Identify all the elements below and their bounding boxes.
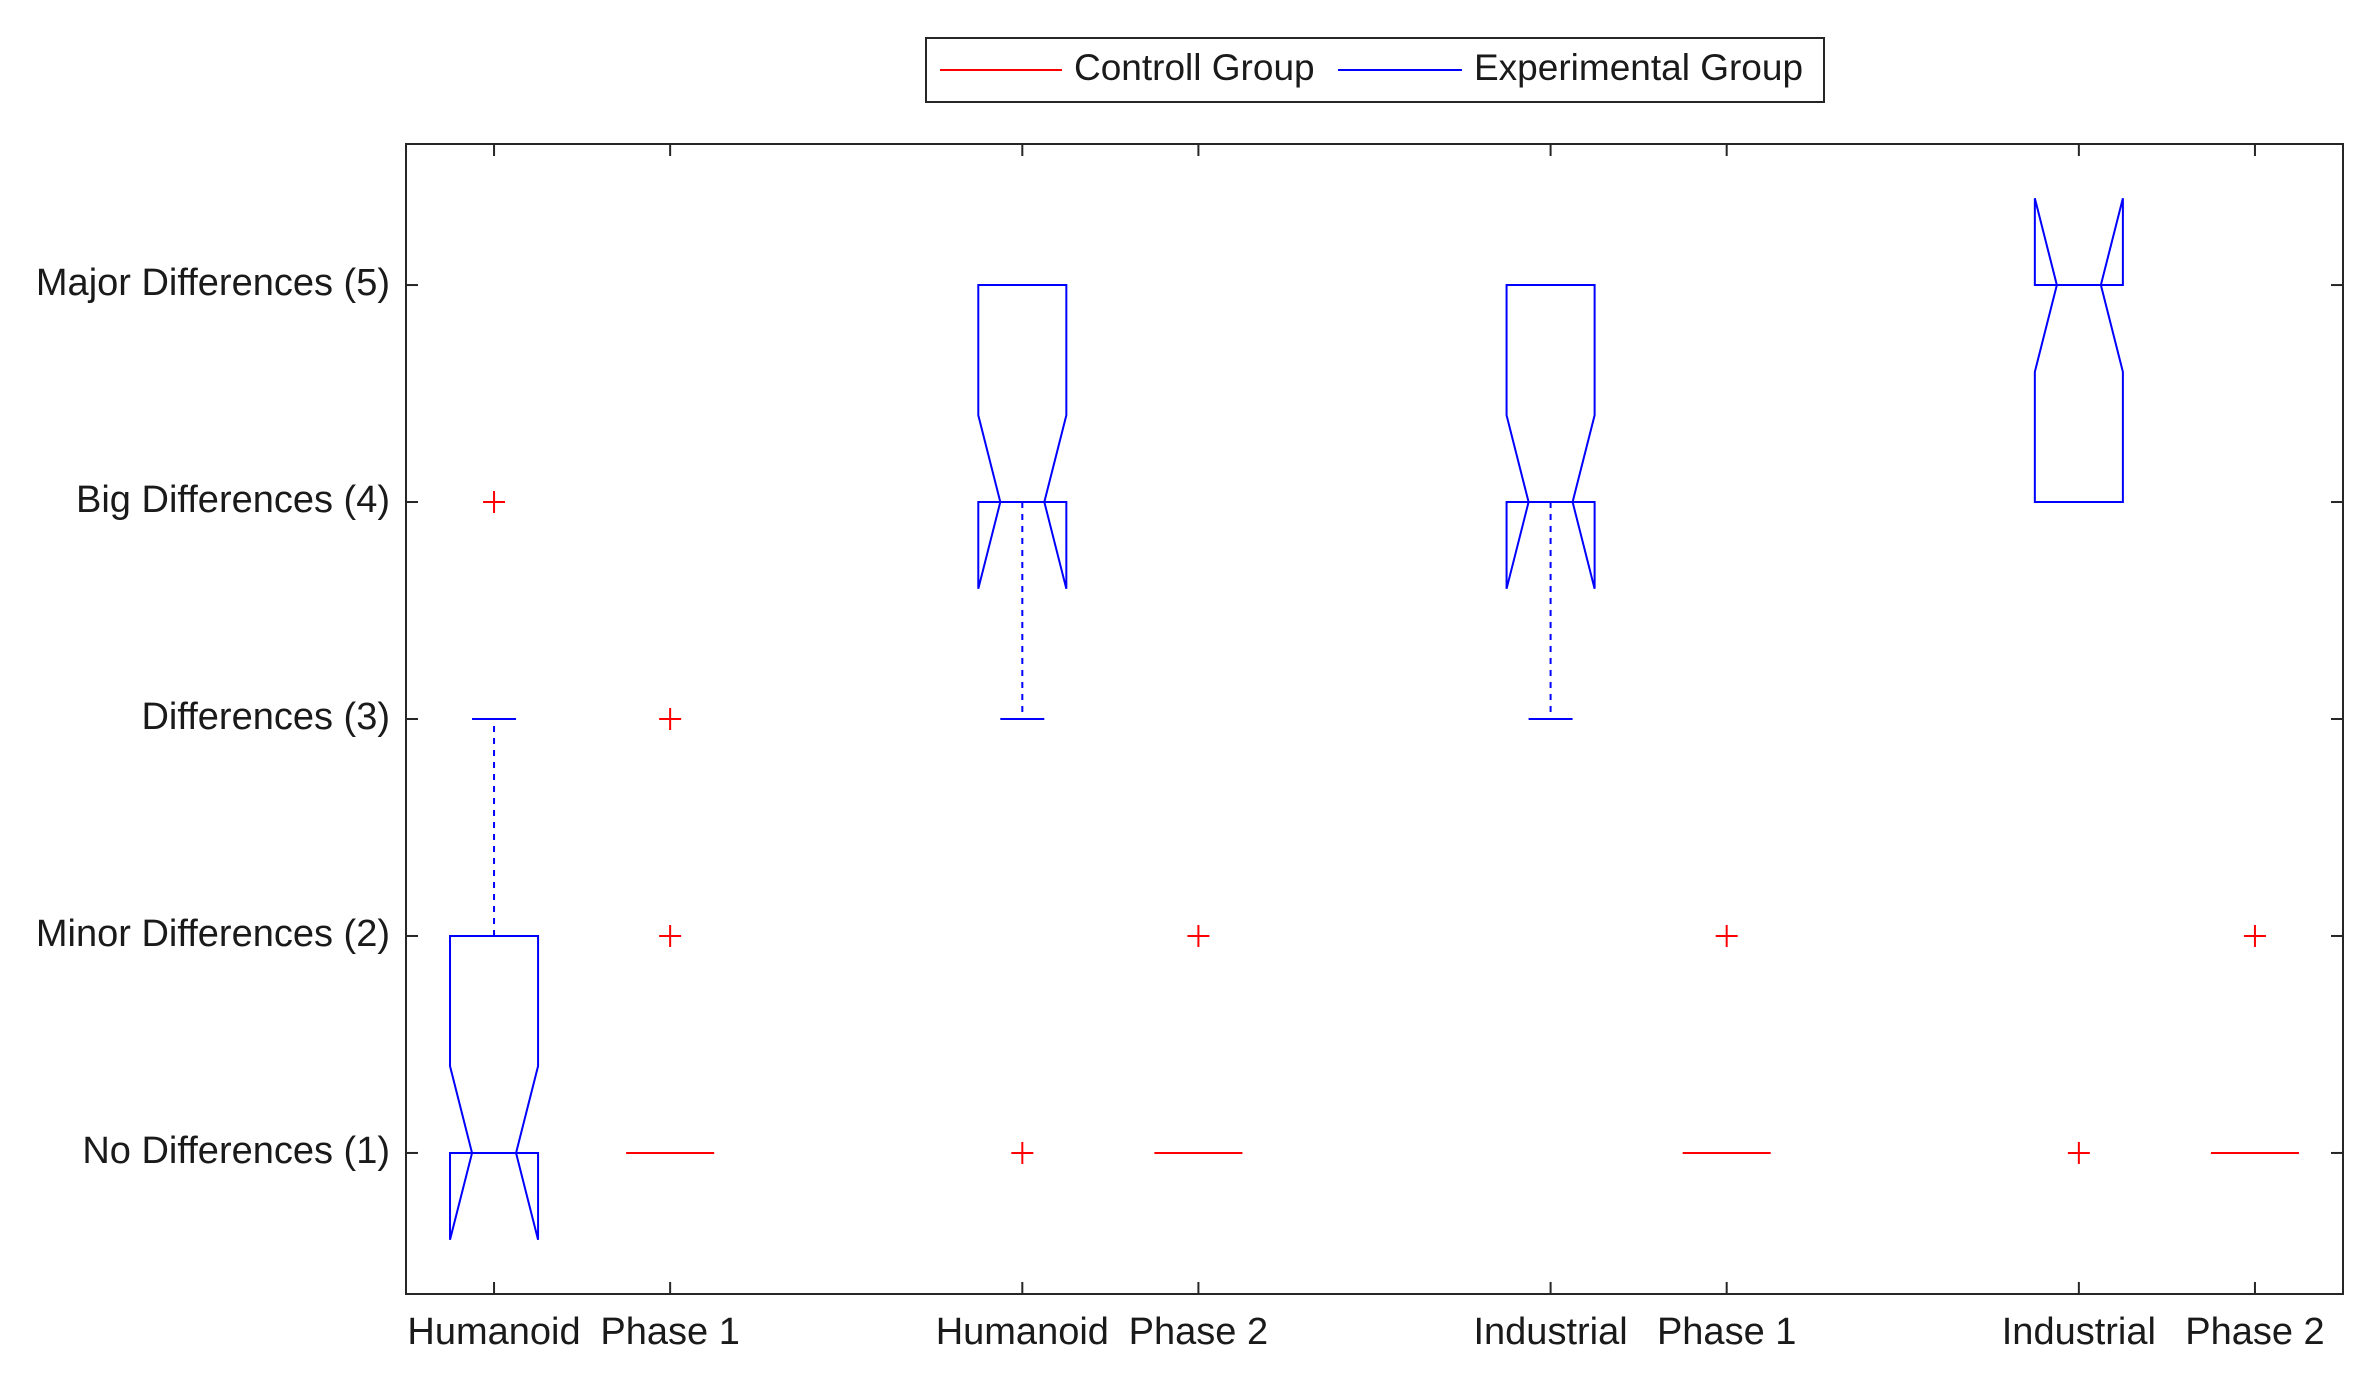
outlier-point <box>1187 924 1210 947</box>
box-plot <box>449 491 540 1241</box>
x-tick-label: Industrial <box>2002 1311 2156 1353</box>
outlier-point <box>1715 924 1738 947</box>
box-plot <box>2033 197 2124 1164</box>
x-tick-label: Phase 2 <box>1129 1311 1268 1353</box>
y-tick-label: Big Differences (4) <box>76 479 390 521</box>
x-tick-label: Phase 1 <box>1657 1311 1796 1353</box>
legend: Controll Group Experimental Group <box>925 37 1825 103</box>
x-tick-label: Phase 2 <box>2185 1311 2324 1353</box>
outlier-point <box>2243 924 2266 947</box>
y-tick-label: Minor Differences (2) <box>36 913 390 955</box>
box-plot <box>1505 284 1596 720</box>
x-tick-label: Industrial <box>1473 1311 1627 1353</box>
outlier-point <box>483 491 506 514</box>
box <box>2033 197 2124 504</box>
legend-label: Experimental Group <box>1474 47 1803 88</box>
box-plot <box>626 708 715 1154</box>
box-plots <box>449 197 2299 1241</box>
box-plot <box>1682 924 1771 1154</box>
outlier-point <box>659 924 682 947</box>
y-tick-label: Major Differences (5) <box>36 262 390 304</box>
box <box>1505 284 1596 590</box>
axis-ticks <box>406 144 2343 1294</box>
box-plot <box>2210 924 2299 1154</box>
legend-label: Controll Group <box>1074 47 1315 88</box>
plot-area <box>405 143 2344 1295</box>
box <box>449 934 540 1241</box>
x-tick-label: Humanoid <box>407 1311 580 1353</box>
box <box>977 284 1068 590</box>
box-plot <box>1154 924 1243 1154</box>
x-tick-label: Phase 1 <box>600 1311 739 1353</box>
x-tick-label: Humanoid <box>936 1311 1109 1353</box>
y-tick-label: Differences (3) <box>141 696 390 738</box>
x-axis: Humanoid Phase 1 Humanoid Phase 2 Industrial… <box>407 1311 2324 1353</box>
outlier-point <box>2067 1141 2090 1164</box>
box-plot <box>977 284 1068 1164</box>
y-tick-label: No Differences (1) <box>82 1130 390 1172</box>
outlier-point <box>659 708 682 730</box>
y-axis: No Differences (1) Minor Differences (2) D… <box>36 262 390 1172</box>
outlier-point <box>1011 1141 1034 1164</box>
